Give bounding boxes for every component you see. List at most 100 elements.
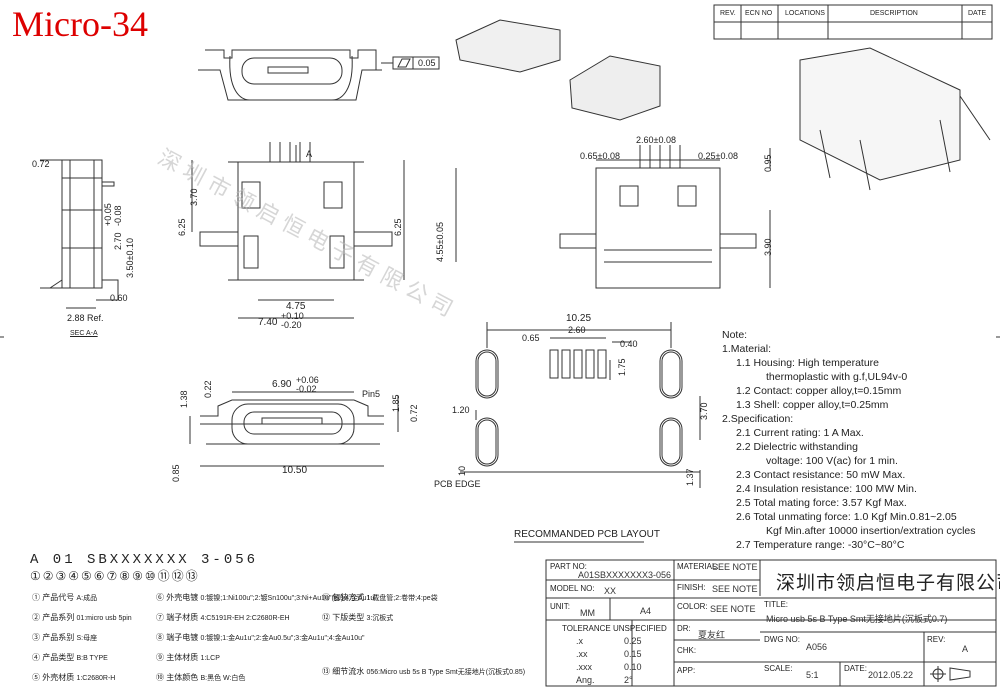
legend-number: ④ 产品类型 [32, 653, 77, 662]
dim-065: 0.65±0.08 [580, 151, 620, 161]
finish-label: FINISH: [677, 583, 706, 592]
legend-number: ⑦ 端子材质 [156, 613, 201, 622]
dim-740: 7.40 [258, 317, 278, 328]
locations-header: LOCATIONS [785, 10, 825, 17]
legend-value: 3:沉板式 [366, 615, 394, 622]
pcb-dim-137: 1.37 [685, 468, 695, 486]
legend-item: ⑪ 包装方式 1:载盘管;2:卷带;4:pe袋 [322, 592, 438, 603]
part-code-circles: ①②③④⑤⑥⑦⑧⑨⑩⑪⑫⑬ [30, 569, 200, 583]
description-header: DESCRIPTION [870, 10, 918, 17]
legend-number: ⑤ 外壳材质 [32, 673, 77, 682]
title-value: Micro usb 5s B Type Smt无接地片(沉板式0.7) [766, 614, 948, 624]
notes-s25: 2.5 Total mating force: 3.57 Kgf Max. [736, 497, 907, 509]
dim-390: 3.90 [763, 238, 773, 256]
legend-number: ② 产品系列 [32, 613, 77, 622]
legend-value: B:B TYPE [76, 655, 108, 662]
dim-455: 4.55±0.05 [435, 222, 445, 262]
legend-value: 1:C2680R-H [76, 675, 116, 682]
unit-value: MM [580, 608, 595, 618]
notes-s27: 2.7 Temperature range: -30°C~80°C [736, 539, 905, 551]
notes-material: 1.Material: [722, 343, 772, 355]
notes-s24: 2.4 Insulation resistance: 100 MW Min. [736, 483, 917, 495]
title-label: TITLE: [764, 600, 789, 609]
color-label: COLOR: [677, 602, 708, 611]
chk-label: CHK: [677, 646, 697, 655]
pcb-dim-260: 2.60 [568, 325, 586, 335]
dim-350: 3.50±0.10 [125, 238, 135, 278]
rev-header: REV. [720, 10, 736, 17]
pcb-dim-040: 0.40 [620, 339, 638, 349]
material-label: MATERIAL: [677, 562, 719, 571]
tolerance-label: TOLERANCE UNSPECIFIED [562, 624, 667, 633]
legend-value: 4:C5191R-EH 2:C2680R-EH [200, 615, 290, 622]
legend-number: ⑥ 外壳电镀 [156, 593, 201, 602]
dim-025: 0.25±0.08 [698, 151, 738, 161]
dwg-no-label: DWG NO: [764, 635, 800, 644]
legend-item: ⑩ 主体颜色 B:黑色 W:白色 [156, 672, 245, 683]
dr-value: 夏友红 [698, 630, 726, 640]
pcb-dim-10: 10 [457, 465, 467, 476]
drawing-title: Micro-34 [12, 4, 148, 44]
pcb-layout-label: RECOMMANDED PCB LAYOUT [514, 529, 660, 540]
notes-m11b: thermoplastic with g.f,UL94v-0 [766, 371, 908, 383]
notes-s26: 2.6 Total unmating force: 1.0 Kgf Min.0.… [736, 511, 957, 523]
notes-s22: 2.2 Dielectric withstanding [736, 441, 858, 453]
legend-item: ③ 产品系别 S:母座 [32, 632, 97, 643]
part-no-label: PART NO: [550, 562, 587, 571]
date-header: DATE [968, 10, 987, 17]
model-no-label: MODEL NO: [550, 584, 595, 593]
legend-value: 0:镀镍;1:Ni100u";2:镀Sn100u";3:Ni+Au1u"(脚);… [200, 595, 377, 602]
dim-740-tol: +0.10 -0.20 [281, 311, 304, 330]
legend-value: S:母座 [76, 635, 98, 642]
pcb-dim-120: 1.20 [452, 405, 470, 415]
pin5-label: Pin5 [362, 389, 381, 399]
dim-625-mid: 6.25 [393, 218, 403, 236]
legend-value: 056:Micro usb 5s B Type Smt无接地片(沉板式0.85) [366, 669, 526, 676]
pcb-dim-065: 0.65 [522, 333, 540, 343]
app-label: APP: [677, 666, 696, 675]
legend-value: B:黑色 W:白色 [200, 675, 246, 682]
legend-value: 1:LCP [200, 655, 220, 662]
dim-085: 0.85 [171, 464, 181, 482]
tolerance-value: 2° [624, 675, 633, 685]
material-value: SEE NOTE [712, 562, 758, 572]
dim-270: 2.70 [113, 232, 123, 250]
tolerance-key: .xxx [576, 662, 593, 672]
legend-number: ⑧ 端子电镀 [156, 633, 201, 642]
legend-number: ⑪ 包装方式 [322, 593, 367, 602]
model-no-value: XX [604, 586, 617, 596]
scale-label: SCALE: [764, 664, 793, 673]
legend-value: 0:镀镍;1:金Au1u";2:金Au0.5u";3:金Au1u";4:金Au1… [200, 635, 365, 642]
notes-header: Note: [722, 329, 748, 341]
notes-m11: 1.1 Housing: High temperature [736, 357, 879, 369]
legend-item: ② 产品系列 01:micro usb 5pin [32, 612, 132, 623]
legend-number: ⑨ 主体材质 [156, 653, 201, 662]
dim-022: 0.22 [203, 380, 213, 398]
finish-value: SEE NOTE [712, 584, 758, 594]
pcb-dim-1025: 10.25 [566, 313, 592, 324]
dim-690-tol: +0.06 -0.02 [296, 375, 319, 394]
tolerance-value: 0.25 [624, 636, 642, 646]
dim-005: +0.05 [103, 203, 113, 226]
company-name: 深圳市领启恒电子有限公司 [776, 573, 1000, 594]
legend-value: 01:micro usb 5pin [76, 615, 132, 622]
tolerance-key: .x [576, 636, 584, 646]
notes-s22b: voltage: 100 V(ac) for 1 min. [766, 455, 898, 467]
part-no-value: A01SBXXXXXXX3-056 [578, 570, 672, 580]
dim-138: 1.38 [179, 390, 189, 408]
tolerance-key: .xx [576, 649, 588, 659]
rev-label: REV: [927, 635, 946, 644]
dim-260: 2.60±0.08 [636, 135, 676, 145]
legend-number: ③ 产品系别 [32, 633, 77, 642]
spec-notes: Note: 1.Material: 1.1 Housing: High temp… [722, 328, 976, 552]
ecn-header: ECN NO [745, 10, 773, 17]
rev-value: A [962, 644, 969, 654]
legend-number: ⑫ 下版类型 [322, 613, 367, 622]
legend-number: ⑬ 细节流水 [322, 667, 367, 676]
dim-690: 6.90 [272, 379, 292, 390]
dwg-no-value: A056 [806, 642, 828, 652]
legend-number: ① 产品代号 [32, 593, 77, 602]
dim-008: -0.08 [113, 205, 123, 226]
dim-185: 1.85 [391, 394, 401, 412]
